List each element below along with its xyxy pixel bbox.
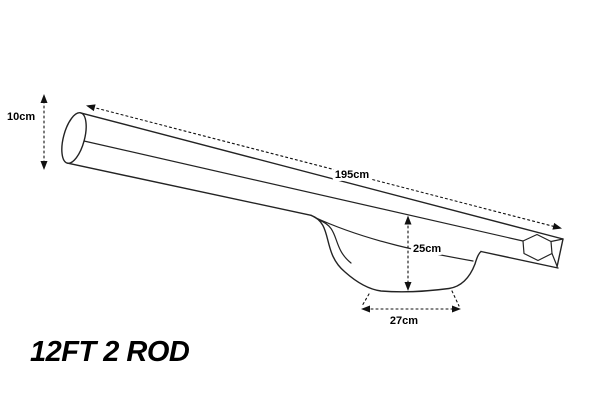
rod-pocket-top-seam bbox=[313, 216, 474, 262]
dim-10cm-label: 10cm bbox=[7, 111, 35, 123]
product-title: 12FT 2 ROD bbox=[30, 336, 190, 368]
dim-27cm-arrow-right-icon bbox=[452, 305, 461, 313]
dimension-pocket-depth: 25cm bbox=[404, 215, 444, 291]
dim-27cm-guide-right bbox=[451, 290, 460, 307]
rod-holdall-outline bbox=[61, 112, 564, 293]
dim-25cm-label: 25cm bbox=[413, 243, 441, 255]
rod-bottom-edge-left bbox=[66, 162, 312, 216]
rod-right-end-cap bbox=[522, 233, 553, 262]
rod-right-end-connector-bottom bbox=[551, 252, 558, 267]
rod-pocket-outline bbox=[310, 214, 482, 293]
rod-bottom-edge-right bbox=[480, 250, 559, 269]
dim-27cm-label: 27cm bbox=[390, 315, 418, 327]
dimension-length: 195cm bbox=[86, 104, 562, 230]
dim-195cm-label: 195cm bbox=[335, 169, 369, 181]
rod-seam-line bbox=[83, 140, 524, 242]
rod-right-tip-edge bbox=[556, 238, 564, 268]
rod-top-edge bbox=[80, 112, 564, 240]
dim-27cm-guide-left bbox=[361, 293, 370, 307]
dim-25cm-arrow-down-icon bbox=[404, 282, 412, 291]
dim-195cm-arrow-left-icon bbox=[86, 104, 96, 112]
dim-27cm-arrow-left-icon bbox=[361, 305, 370, 313]
rod-pocket-fold bbox=[318, 219, 352, 264]
dim-195cm-arrow-right-icon bbox=[552, 222, 562, 230]
dim-10cm-arrow-down-icon bbox=[40, 161, 48, 170]
dim-10cm-arrow-up-icon bbox=[40, 94, 48, 103]
dimension-end-height: 10cm bbox=[4, 94, 48, 170]
dimension-pocket-width: 27cm bbox=[361, 290, 461, 330]
rod-right-end-connector-top bbox=[550, 238, 564, 243]
dim-195cm-line bbox=[91, 106, 557, 228]
dim-25cm-arrow-up-icon bbox=[404, 215, 412, 225]
rod-left-cap bbox=[61, 112, 87, 164]
